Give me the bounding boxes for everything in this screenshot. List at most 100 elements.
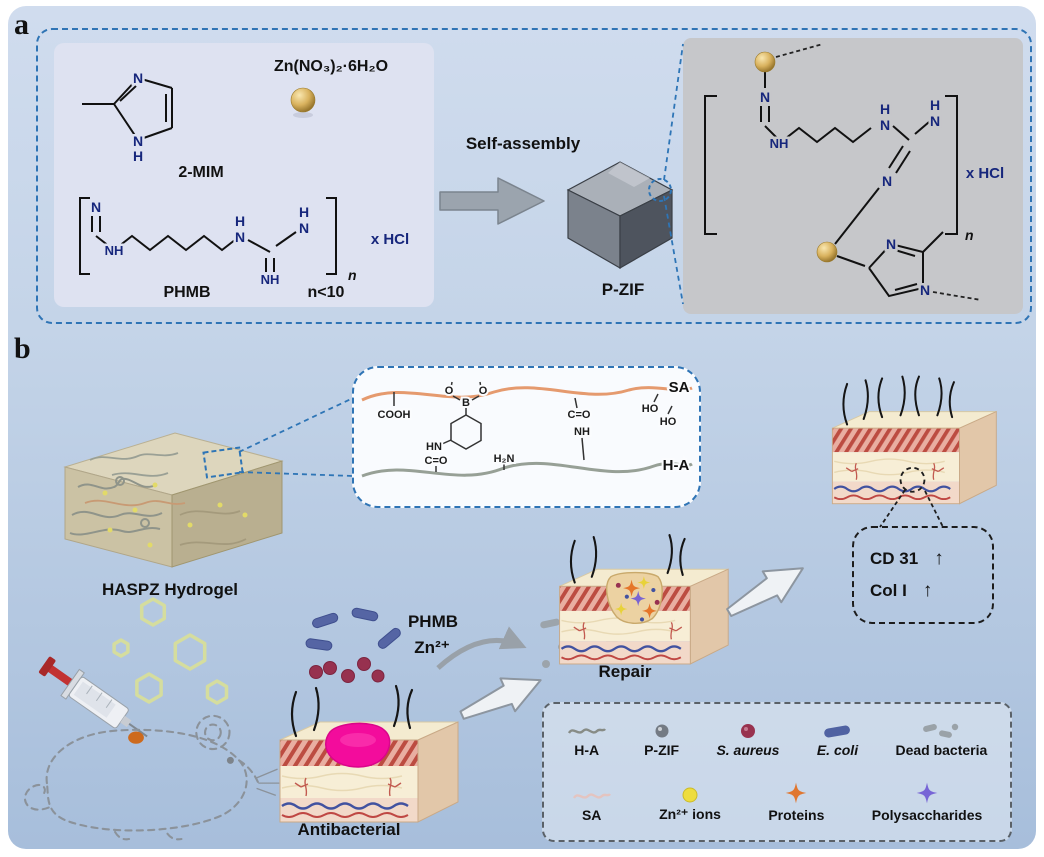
pzif-crystal <box>566 161 674 270</box>
legend-item-ha: H-A <box>567 722 607 758</box>
pzif-coordination-structure: N NH H N N H N n x HCl N N <box>704 43 1004 301</box>
phmb-h-atom2: H <box>299 204 309 220</box>
phmb-n-atom3: N <box>299 220 309 236</box>
hydrogel-fibers <box>69 476 163 536</box>
ring-n-atom2: N <box>920 282 930 298</box>
bacteria-cluster <box>305 607 401 683</box>
mim-n1-atom: N <box>133 133 143 149</box>
skin-hairs <box>842 375 955 426</box>
coord-n-atom3: N <box>882 173 892 189</box>
phmb-n-subscript: n <box>348 267 357 283</box>
ha-label: H-A <box>663 457 690 474</box>
phmb-release-label: PHMB <box>407 612 459 631</box>
pzif-dot-icon <box>655 724 669 737</box>
co-label-left: C=O <box>425 455 448 467</box>
mouse-eye <box>226 756 234 764</box>
skin-healed <box>831 375 997 505</box>
legend-label: S. aureus <box>716 741 780 758</box>
legend-item-proteins: Proteins <box>768 781 824 823</box>
dead-bacteria-icon <box>923 723 959 738</box>
boron-atom: B <box>462 397 470 409</box>
ha-line-icon <box>567 727 606 734</box>
mim-n3-atom: N <box>133 70 143 86</box>
legend-row-1: H-A P-ZIF S. aureus E. coli <box>548 722 1006 758</box>
phmb-xhcl: x HCl <box>371 231 409 248</box>
legend-label: Zn²⁺ ions <box>659 805 721 822</box>
skin-hairs <box>290 684 414 738</box>
coord-n-atom2: N <box>880 117 890 133</box>
zn-dot-icon <box>682 787 698 802</box>
ring-n-atom1: N <box>886 236 896 252</box>
ecoli-rods <box>305 607 401 651</box>
col1-label: Col I <box>870 581 907 600</box>
nh-label: NH <box>574 426 590 438</box>
ho-label1: HO <box>642 403 659 415</box>
skin-antibacterial <box>279 684 459 823</box>
polysaccharide-star-icon <box>916 782 938 803</box>
hydrogel-zn-dots <box>102 482 248 548</box>
wound-biomolecules <box>614 576 660 622</box>
saureus-dot-icon <box>740 723 755 738</box>
repair-label: Repair <box>598 662 652 681</box>
legend-item-ecoli: E. coli <box>817 722 858 758</box>
phmb-n-atom: N <box>91 199 101 215</box>
crosslink-chemistry: COOH B O O HN C=O H₂N C=O NH HO HO SA H-… <box>361 377 693 478</box>
cd31-label: CD 31 <box>870 549 919 568</box>
zn-release-label: Zn²⁺ <box>414 638 450 657</box>
legend-label: SA <box>581 806 602 823</box>
o-atom-right: O <box>479 385 488 397</box>
phmb-nh-atom: NH <box>105 243 124 258</box>
assembly-arrow <box>439 177 545 225</box>
phmb-h-atom: H <box>235 213 245 229</box>
coord-nh-atom: NH <box>770 136 789 151</box>
coord-xhcl: x HCl <box>966 165 1004 182</box>
reactants-box <box>54 43 434 307</box>
legend-label: E. coli <box>816 741 859 758</box>
phmb-structure: N NH H N NH H N n x HCl <box>79 197 409 286</box>
zn-node-sphere-bottom <box>816 241 838 263</box>
phmb-label: PHMB <box>163 284 211 301</box>
legend-row-2: SA Zn²⁺ ions Proteins Polysaccharides <box>548 781 1006 823</box>
coord-h-atom1: H <box>880 101 890 117</box>
legend-item-polysaccharides: Polysaccharides <box>871 781 983 823</box>
mim-label: 2-MIM <box>178 164 224 181</box>
h2n-label: H₂N <box>494 453 515 465</box>
col1-row: Col I ↑ <box>870 580 992 602</box>
legend-label: Proteins <box>768 806 825 823</box>
legend-label: H-A <box>574 741 600 758</box>
hydrogel-block <box>63 432 284 568</box>
legend-label: Polysaccharides <box>871 806 983 823</box>
zn-node-sphere-top <box>754 51 776 73</box>
legend-label: Dead bacteria <box>895 741 988 758</box>
legend-item-sa: SA <box>572 787 612 823</box>
hydrogel-label: HASPZ Hydrogel <box>101 580 239 599</box>
legend: H-A P-ZIF S. aureus E. coli <box>542 702 1012 842</box>
crosslink-callout: COOH B O O HN C=O H₂N C=O NH HO HO SA H-… <box>352 366 701 508</box>
legend-item-pzif: P-ZIF <box>644 722 679 758</box>
cd31-up-arrow-icon: ↑ <box>934 548 944 569</box>
zn-salt-label: Zn(NO₃)₂·6H₂O <box>273 58 389 75</box>
zoom-circle <box>648 178 672 202</box>
legend-item-saureus: S. aureus <box>716 722 779 758</box>
coord-n-subscript: n <box>965 227 974 243</box>
legend-label: P-ZIF <box>644 741 680 758</box>
legend-item-dead-bacteria: Dead bacteria <box>895 722 987 758</box>
marker-callout-box: CD 31 ↑ Col I ↑ <box>852 526 994 624</box>
coord-h-atom2: H <box>930 97 940 113</box>
pzif-label: P-ZIF <box>601 280 645 299</box>
wound-site-dot <box>128 731 144 744</box>
legend-item-zn-ions: Zn²⁺ ions <box>659 786 721 823</box>
cd31-row: CD 31 ↑ <box>870 548 992 570</box>
coord-n-atom4: N <box>930 113 940 129</box>
protein-star-icon <box>785 782 807 803</box>
sa-label: SA <box>669 379 690 396</box>
skin-repair <box>559 534 729 665</box>
saureus-cocci <box>309 657 385 683</box>
panel-b-letter: b <box>14 332 31 365</box>
coord-n-atom1: N <box>760 89 770 105</box>
col1-up-arrow-icon: ↑ <box>922 580 933 601</box>
o-atom-left: O <box>445 385 454 397</box>
skin-hairs <box>569 534 686 584</box>
sa-chain-line <box>361 386 693 402</box>
